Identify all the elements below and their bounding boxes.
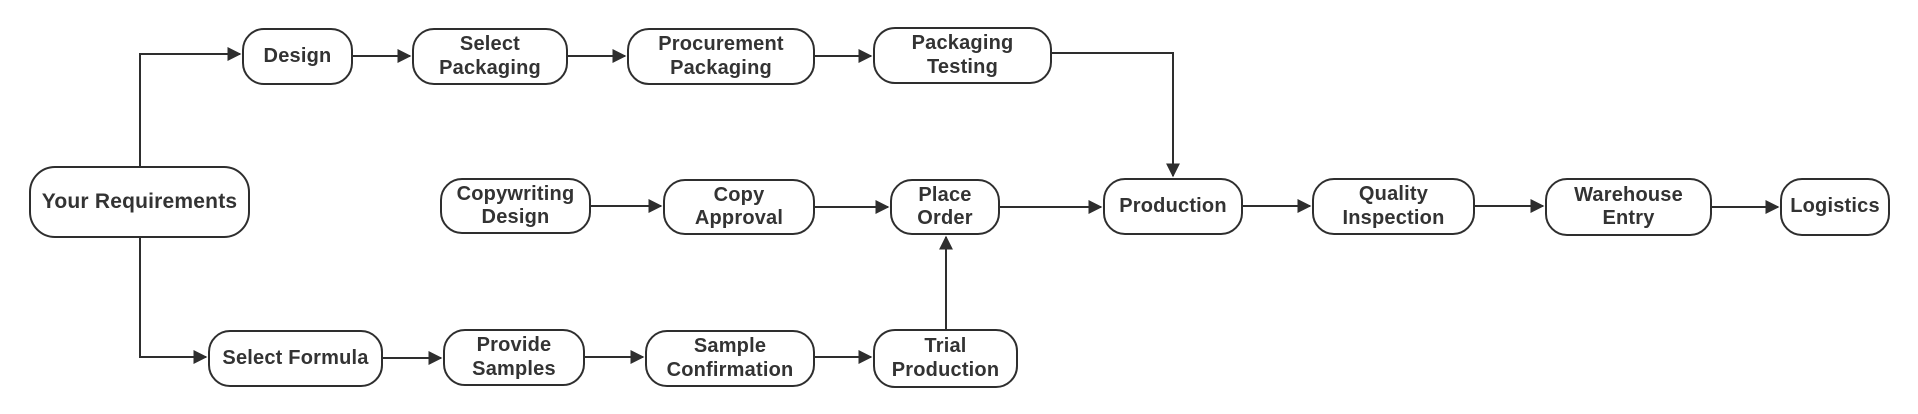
node-your-requirements: Your Requirements [29,166,250,238]
edge-requirements-to-design [139,47,242,166]
node-warehouse-entry: Warehouse Entry [1545,178,1712,236]
edge-requirements-to-select-formula [139,238,208,364]
node-copy-approval: Copy Approval [663,179,815,235]
node-trial-production: Trial Production [873,329,1018,388]
node-production: Production [1103,178,1243,235]
node-logistics: Logistics [1780,178,1890,236]
node-sample-confirmation: Sample Confirmation [645,330,815,387]
node-procurement-packaging: Procurement Packaging [627,28,815,85]
node-place-order: Place Order [890,179,1000,235]
node-quality-inspection: Quality Inspection [1312,178,1475,235]
edge-packaging-testing-to-production [1052,52,1180,178]
node-copywriting-design: Copywriting Design [440,178,591,234]
node-design: Design [242,28,353,85]
node-select-packaging: Select Packaging [412,28,568,85]
node-packaging-testing: Packaging Testing [873,27,1052,84]
node-provide-samples: Provide Samples [443,329,585,386]
node-select-formula: Select Formula [208,330,383,387]
